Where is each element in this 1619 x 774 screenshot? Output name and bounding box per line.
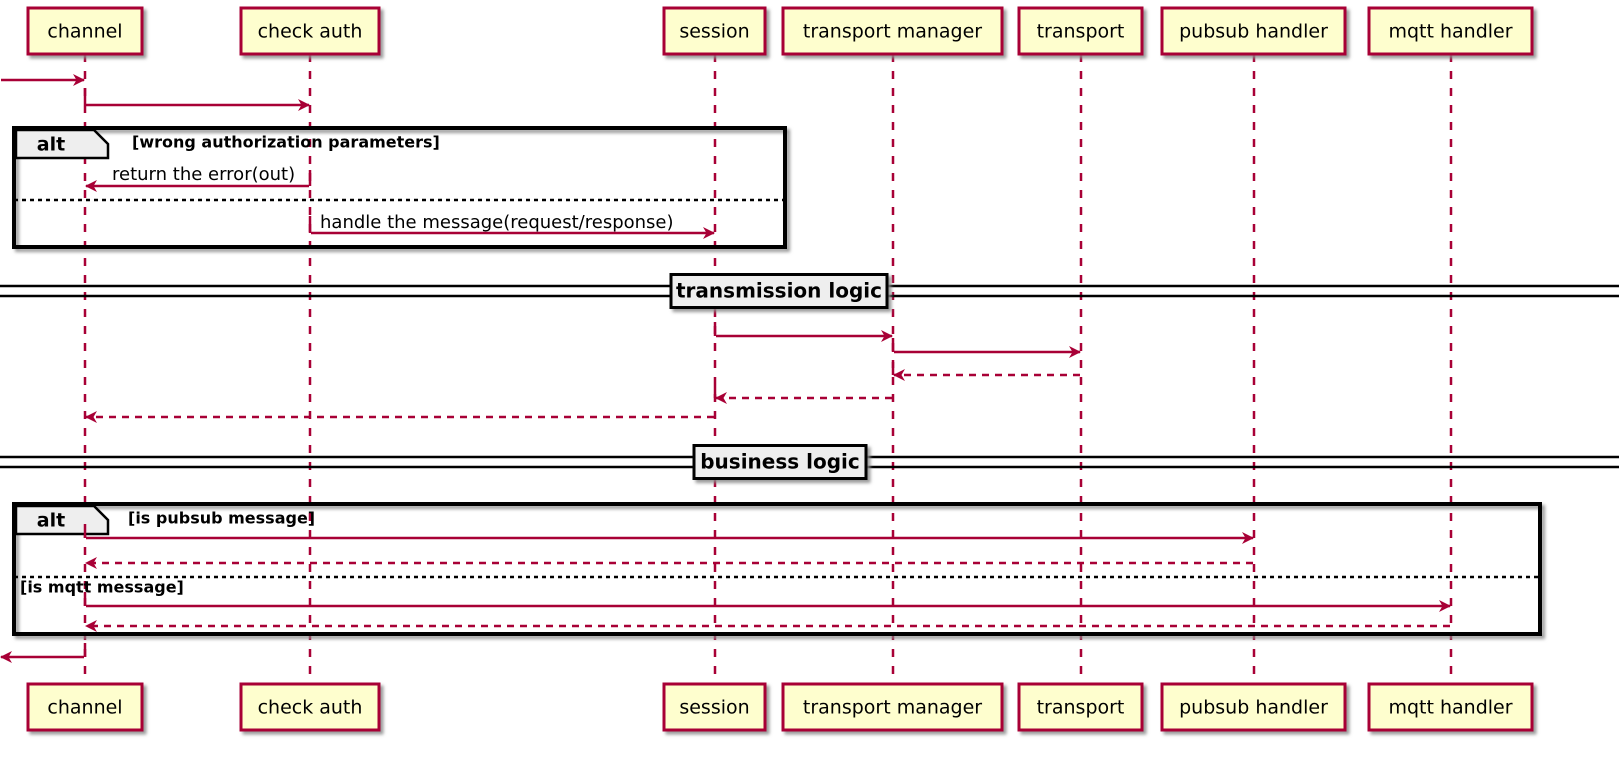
participant-label: transport [1037,697,1125,719]
participant-box [1367,682,1534,732]
participant-label: pubsub handler [1179,21,1328,43]
messages-group: return the error(out) handle the message(… [0,74,1451,663]
fragments-group: alt [wrong authorization parameters] alt [i… [12,126,1542,636]
participant-label: mqtt handler [1388,697,1512,719]
fragment-keyword-tag [14,128,110,160]
participant-mqtt_handler-top[interactable]: mqtt handler [1367,6,1534,56]
participant-transport_manager-bottom[interactable]: transport manager [781,682,1004,732]
fragment-keyword-label: alt [37,510,65,532]
fragment-branch-condition: [is pubsub message] [128,509,315,528]
fragment-branch-condition: [is mqtt message] [20,578,184,597]
participant-transport_manager-top[interactable]: transport manager [781,6,1004,56]
message-m4: handle the message(request/response) [311,212,715,239]
participant-box [662,682,767,732]
participants-group: channel channel check auth check auth sessio… [26,6,1534,732]
participant-box [1017,682,1144,732]
participant-channel-top[interactable]: channel [26,6,144,56]
fragment-branch-condition: [wrong authorization parameters] [132,133,440,152]
participant-label: mqtt handler [1388,21,1512,43]
divider-box [669,273,889,309]
participant-box [1160,6,1347,56]
divider-box [692,444,868,480]
participant-mqtt_handler-bottom[interactable]: mqtt handler [1367,682,1534,732]
participant-check_auth-top[interactable]: check auth [239,6,381,56]
participant-box [26,6,144,56]
participant-session-bottom[interactable]: session [662,682,767,732]
participant-label: transport manager [803,697,982,719]
participant-channel-bottom[interactable]: channel [26,682,144,732]
participant-check_auth-bottom[interactable]: check auth [239,682,381,732]
participant-label: transport [1037,21,1125,43]
participant-session-top[interactable]: session [662,6,767,56]
participant-box [239,6,381,56]
participant-box [239,682,381,732]
participant-label: channel [47,21,122,43]
participant-transport-top[interactable]: transport [1017,6,1144,56]
divider-label: transmission logic [676,279,882,303]
participant-box [1160,682,1347,732]
fragment-alt2: alt [is pubsub message] [is mqtt message] [12,502,1542,636]
dividers-group: transmission logic business logic [0,273,1619,480]
message-m3: return the error(out) [85,164,309,192]
participant-pubsub_handler-bottom[interactable]: pubsub handler [1160,682,1347,732]
participant-label: check auth [258,697,363,719]
participant-box [662,6,767,56]
participant-box [1017,6,1144,56]
participant-pubsub_handler-top[interactable]: pubsub handler [1160,6,1347,56]
fragment-keyword-label: alt [37,134,65,156]
divider-div1: transmission logic [0,273,1619,309]
participant-label: session [679,21,749,43]
participant-label: pubsub handler [1179,697,1328,719]
participant-label: session [679,697,749,719]
participant-label: channel [47,697,122,719]
participant-box [781,6,1004,56]
participant-box [781,682,1004,732]
message-label: handle the message(request/response) [320,212,674,233]
participant-box [1367,6,1534,56]
participant-box [26,682,144,732]
fragment-border [12,126,787,249]
divider-label: business logic [700,450,860,474]
fragment-border [12,502,1542,636]
participant-label: transport manager [803,21,982,43]
message-label: return the error(out) [112,164,295,185]
participant-transport-bottom[interactable]: transport [1017,682,1144,732]
divider-div2: business logic [0,444,1619,480]
fragment-alt1: alt [wrong authorization parameters] [12,126,787,249]
participant-label: check auth [258,21,363,43]
